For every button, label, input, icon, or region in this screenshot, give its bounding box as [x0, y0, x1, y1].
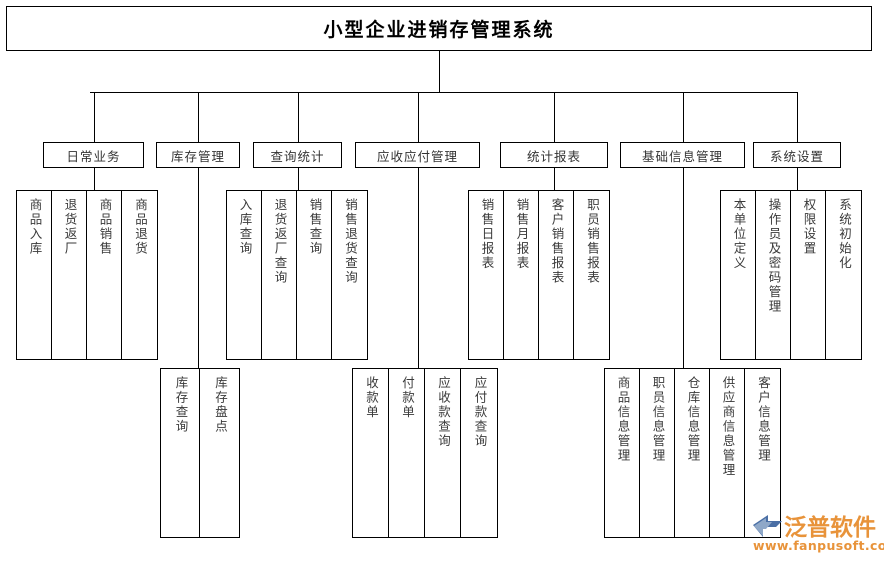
- stem-group-4-row-0: [554, 168, 555, 190]
- drop-line-group-1: [198, 92, 199, 142]
- leaf-item-label: 商品退货: [132, 198, 148, 256]
- leaf-item[interactable]: 操作员及密码管理: [756, 191, 791, 359]
- leaf-frame-group-3: 收款单 付款单 应收款查询 应付款查询: [352, 368, 498, 538]
- stem-group-0-row-0: [94, 168, 95, 190]
- drop-line-group-0: [94, 92, 95, 142]
- leaf-frame-group-5: 商品信息管理 职员信息管理 仓库信息管理 供应商信息管理 客户信息管理: [604, 368, 781, 538]
- leaf-item-label: 入库查询: [237, 198, 253, 256]
- leaf-item[interactable]: 销售日报表: [469, 191, 504, 359]
- leaf-item[interactable]: 库存盘点: [200, 369, 239, 537]
- leaf-item[interactable]: 职员信息管理: [640, 369, 675, 537]
- leaf-frame-group-2: 入库查询 退货返厂查询 销售查询 销售退货查询: [226, 190, 368, 360]
- leaf-item-label: 操作员及密码管理: [766, 198, 782, 314]
- leaf-item[interactable]: 系统初始化: [826, 191, 861, 359]
- logo-url: www.fanpusoft.com: [753, 538, 884, 553]
- leaf-item-label: 仓库信息管理: [685, 376, 701, 463]
- leaf-item[interactable]: 入库查询: [227, 191, 262, 359]
- leaf-item[interactable]: 商品退货: [122, 191, 157, 359]
- group-box-0[interactable]: 日常业务: [43, 142, 144, 168]
- leaf-item[interactable]: 权限设置: [791, 191, 826, 359]
- group-box-5[interactable]: 基础信息管理: [620, 142, 745, 168]
- group-box-6[interactable]: 系统设置: [753, 142, 841, 168]
- leaf-item[interactable]: 仓库信息管理: [675, 369, 710, 537]
- drop-line-group-5: [683, 92, 684, 142]
- drop-line-group-3: [418, 92, 419, 142]
- stem-group-5-row-0: [683, 168, 684, 368]
- leaf-item[interactable]: 客户信息管理: [745, 369, 780, 537]
- leaf-item-label: 系统初始化: [836, 198, 852, 271]
- leaf-item[interactable]: 收款单: [353, 369, 389, 537]
- leaf-item-label: 应付款查询: [472, 376, 488, 449]
- drop-line-group-2: [298, 92, 299, 142]
- group-box-4[interactable]: 统计报表: [500, 142, 608, 168]
- group-label-1: 库存管理: [170, 148, 225, 164]
- system-title-box: 小型企业进销存管理系统: [6, 6, 872, 51]
- leaf-frame-group-0: 商品入库 退货返厂 商品销售 商品退货: [16, 190, 158, 360]
- leaf-item-label: 权限设置: [801, 198, 817, 256]
- leaf-item-label: 供应商信息管理: [720, 376, 736, 478]
- leaf-item[interactable]: 应付款查询: [461, 369, 497, 537]
- leaf-item-label: 客户销售报表: [549, 198, 565, 285]
- leaf-item-label: 客户信息管理: [755, 376, 771, 463]
- leaf-item[interactable]: 职员销售报表: [574, 191, 609, 359]
- logo-wordmark: 泛普软件: [784, 515, 876, 541]
- leaf-item-label: 收款单: [363, 376, 379, 420]
- leaf-item-label: 应收款查询: [435, 376, 451, 449]
- leaf-item-label: 销售查询: [307, 198, 323, 256]
- stem-group-6-row-0: [797, 168, 798, 190]
- leaf-frame-group-1: 库存查询 库存盘点: [160, 368, 240, 538]
- group-box-2[interactable]: 查询统计: [253, 142, 342, 168]
- group-label-5: 基础信息管理: [641, 148, 723, 164]
- leaf-item[interactable]: 付款单: [389, 369, 425, 537]
- leaf-item[interactable]: 退货返厂查询: [262, 191, 297, 359]
- leaf-item[interactable]: 本单位定义: [721, 191, 756, 359]
- leaf-item[interactable]: 销售退货查询: [332, 191, 367, 359]
- leaf-item[interactable]: 客户销售报表: [539, 191, 574, 359]
- leaf-item[interactable]: 供应商信息管理: [710, 369, 745, 537]
- leaf-item-label: 销售月报表: [514, 198, 530, 271]
- leaf-item-label: 商品信息管理: [615, 376, 631, 463]
- group-label-6: 系统设置: [769, 148, 824, 164]
- leaf-item-label: 退货返厂: [62, 198, 78, 256]
- trunk-line: [439, 51, 440, 92]
- stem-group-2-row-0: [298, 168, 299, 190]
- leaf-item-label: 销售日报表: [479, 198, 495, 271]
- leaf-item[interactable]: 销售查询: [297, 191, 332, 359]
- stem-group-1-row-0: [198, 168, 199, 368]
- leaf-item[interactable]: 销售月报表: [504, 191, 539, 359]
- leaf-item[interactable]: 商品销售: [87, 191, 122, 359]
- group-box-1[interactable]: 库存管理: [156, 142, 240, 168]
- leaf-item-label: 职员销售报表: [584, 198, 600, 285]
- group-label-2: 查询统计: [270, 148, 325, 164]
- group-label-0: 日常业务: [66, 148, 121, 164]
- leaf-item-label: 库存查询: [173, 376, 189, 434]
- leaf-item-label: 库存盘点: [212, 376, 228, 434]
- leaf-item[interactable]: 库存查询: [161, 369, 200, 537]
- leaf-item[interactable]: 应收款查询: [425, 369, 461, 537]
- bus-line: [90, 92, 797, 93]
- fanpu-logo: 泛普软件 www.fanpusoft.com: [752, 508, 884, 566]
- leaf-item-label: 付款单: [399, 376, 415, 420]
- leaf-item[interactable]: 商品信息管理: [605, 369, 640, 537]
- group-label-4: 统计报表: [526, 148, 581, 164]
- leaf-item-label: 本单位定义: [731, 198, 747, 271]
- stem-group-3-row-0: [418, 168, 419, 368]
- leaf-item-label: 职员信息管理: [650, 376, 666, 463]
- leaf-item-label: 退货返厂查询: [272, 198, 288, 285]
- leaf-item-label: 商品入库: [27, 198, 43, 256]
- group-box-3[interactable]: 应收应付管理: [355, 142, 480, 168]
- logo-swoosh-icon: [753, 515, 782, 537]
- page-title: 小型企业进销存管理系统: [323, 19, 555, 41]
- leaf-item[interactable]: 商品入库: [17, 191, 52, 359]
- group-label-3: 应收应付管理: [376, 148, 458, 164]
- leaf-frame-group-4: 销售日报表 销售月报表 客户销售报表 职员销售报表: [468, 190, 610, 360]
- drop-line-group-4: [554, 92, 555, 142]
- leaf-item-label: 商品销售: [97, 198, 113, 256]
- drop-line-group-6: [797, 92, 798, 142]
- leaf-frame-group-6: 本单位定义 操作员及密码管理 权限设置 系统初始化: [720, 190, 862, 360]
- leaf-item-label: 销售退货查询: [342, 198, 358, 285]
- leaf-item[interactable]: 退货返厂: [52, 191, 87, 359]
